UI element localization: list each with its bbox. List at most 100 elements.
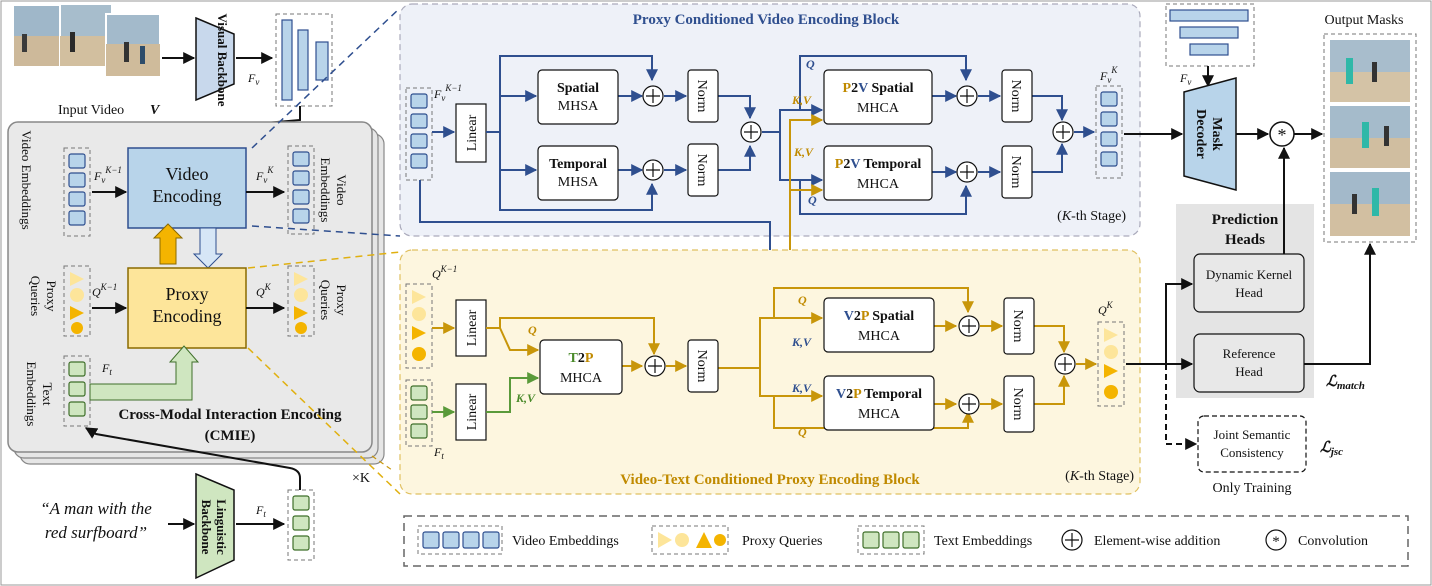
cmie-text-embeddings (68, 361, 86, 417)
vb-q-1: Q (806, 57, 815, 71)
pb-ft: Ft (433, 445, 444, 461)
cmie-proxy-queries-left (70, 272, 84, 334)
prediction-heads-label-1: Prediction (1212, 212, 1279, 228)
video-block-stage: (K-th Stage) (1057, 209, 1126, 224)
vb-output-embeddings (1100, 91, 1118, 167)
pb-q-2: Q (798, 425, 807, 439)
t2p-mhca (539, 339, 623, 395)
pb-q-1: Q (798, 293, 807, 307)
cmie-proxy-queries-right-label: ProxyQueries (318, 280, 349, 320)
loss-jsc: ℒjsc (1320, 440, 1343, 458)
decoder-feature-pyramid (1165, 3, 1255, 67)
joint-semantic-consistency (1197, 415, 1307, 473)
vb-input-embeddings (410, 93, 428, 169)
times-k: ×K (352, 471, 370, 486)
pb-norm-2-label: Norm (1010, 310, 1025, 343)
linguistic-backbone (195, 472, 235, 580)
sentence-line-1: “A man with the (40, 499, 152, 518)
loss-match: ℒmatch (1326, 374, 1365, 392)
lb-ft: Ft (255, 503, 266, 519)
legend-proxy-queries: Proxy Queries (742, 534, 823, 549)
jsc-label-2: Consistency (1220, 445, 1284, 460)
v2p-temporal-label: V2P Temporal (836, 387, 922, 402)
input-video-label: Input Video (58, 103, 124, 118)
fv-label-top: Fv (247, 71, 259, 87)
reference-head-label-1: Reference (1223, 346, 1276, 361)
legend-proxy-queries-icon (658, 532, 726, 548)
mask-decoder (1183, 77, 1237, 191)
v2p-spatial-label: V2P Spatial (844, 309, 915, 324)
v2p-temporal-mhca (823, 375, 935, 431)
visual-backbone-label: Visual Backbone (215, 13, 230, 106)
lb-text-embeddings (292, 495, 310, 551)
output-masks (1323, 33, 1417, 243)
vb-norm-4-label: Norm (1008, 156, 1023, 189)
dynamic-kernel-head-label-2: Head (1235, 285, 1263, 300)
cmie-video-embeddings-right-label: VideoEmbeddings (318, 158, 349, 223)
legend-text-embeddings: Text Embeddings (934, 534, 1032, 549)
output-mask-frames (1330, 40, 1410, 236)
legend-video-embeddings-icon (422, 531, 500, 549)
vb-norm-3 (1001, 69, 1033, 123)
pb-kv-t2p: K,V (515, 391, 536, 405)
vb-norm-2 (687, 143, 719, 197)
cmie-ft: Ft (101, 361, 112, 377)
video-encoding-box (127, 147, 247, 229)
proxy-block (399, 249, 1141, 495)
temporal-mhsa-label-1: Temporal (549, 157, 607, 172)
reference-head (1193, 333, 1305, 393)
proxy-encoding-box (127, 267, 247, 349)
pb-kv-1: K,V (791, 335, 812, 349)
t2p-label: T2P (569, 351, 594, 366)
pb-linear-2 (455, 383, 487, 441)
pb-norm-1 (687, 339, 719, 393)
proxy-block-title: Video-Text Conditioned Proxy Encoding Bl… (620, 472, 920, 488)
p2v-temporal-mhca-label: MHCA (857, 177, 900, 192)
pb-linear-1-label: Linear (465, 309, 480, 346)
pb-norm-2 (1003, 297, 1035, 355)
pb-linear-2-label: Linear (465, 393, 480, 430)
pb-output-queries (1104, 328, 1118, 399)
p2v-spatial-mhca (823, 69, 933, 125)
legend (403, 515, 1409, 567)
dynamic-kernel-head (1193, 253, 1305, 313)
p2v-temporal-label: P2V Temporal (835, 157, 922, 172)
spatial-mhsa (537, 69, 619, 125)
vb-linear-label: Linear (465, 114, 480, 151)
visual-feature-pyramid (275, 13, 333, 107)
t2p-mhca-label: MHCA (560, 371, 603, 386)
temporal-mhsa (537, 145, 619, 201)
pb-kv-2: K,V (791, 381, 812, 395)
proxy-block-stage: (K-th Stage) (1065, 469, 1134, 484)
p2v-temporal-mhca (823, 145, 933, 201)
vb-linear (455, 103, 487, 163)
p2v-spatial-label: P2V Spatial (843, 81, 914, 96)
decoder-fv: Fv (1179, 71, 1191, 87)
cmie-video-embeddings-left (68, 153, 86, 226)
vb-norm-4 (1001, 145, 1033, 199)
v2p-spatial-mhca (823, 297, 935, 353)
legend-element-wise: Element-wise addition (1094, 534, 1220, 549)
pb-text-embeddings (410, 385, 428, 439)
vb-norm-1 (687, 69, 719, 123)
p2v-spatial-mhca-label: MHCA (857, 101, 900, 116)
pb-q-t2p: Q (528, 323, 537, 337)
mask-decoder-label: MaskDecoder (1193, 109, 1224, 159)
sentence-line-2: red surfboard” (45, 523, 147, 542)
prediction-heads-label-2: Heads (1225, 232, 1265, 248)
legend-conv-symbol: * (1272, 534, 1280, 550)
linguistic-backbone-label: LinguisticBackbone (199, 499, 229, 555)
only-training-label: Only Training (1213, 481, 1292, 496)
cmie-video-embeddings-right (292, 151, 310, 224)
cmie-proxy-queries-right (294, 272, 308, 334)
pb-input-queries (412, 290, 426, 361)
cmie-abbr: (CMIE) (205, 428, 256, 444)
cmie-title: Cross-Modal Interaction Encoding (118, 407, 342, 423)
vb-q-2: Q (808, 193, 817, 207)
vb-norm-1-label: Norm (694, 80, 709, 113)
convolution-node-symbol: * (1278, 125, 1287, 145)
vb-kv-1: K,V (791, 93, 812, 107)
vb-norm-2-label: Norm (694, 154, 709, 187)
